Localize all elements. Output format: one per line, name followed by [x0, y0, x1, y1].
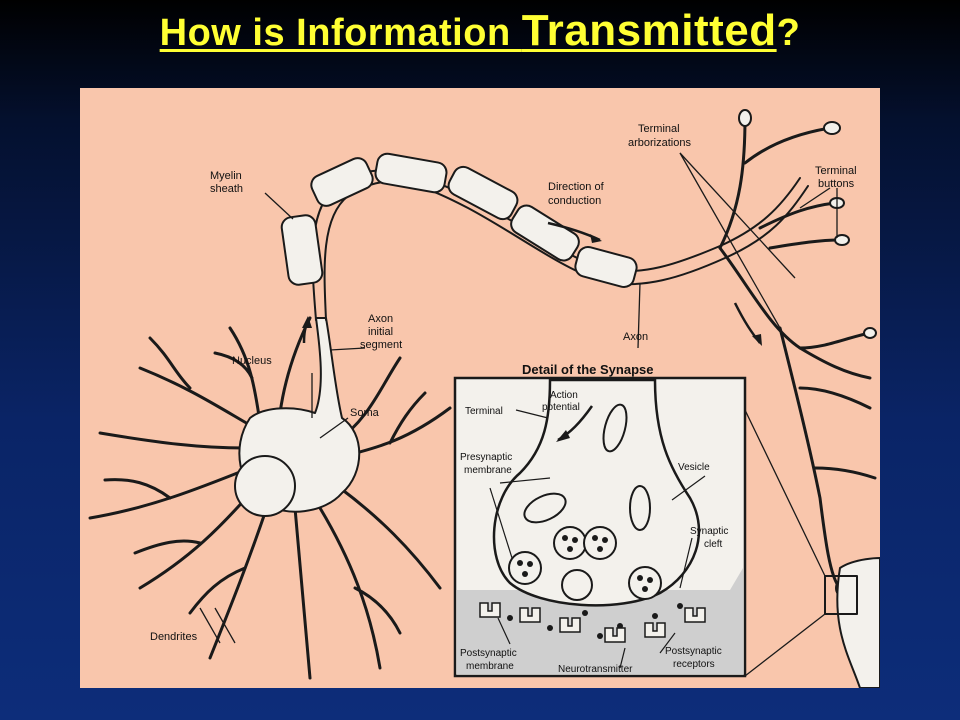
- label-direction: Direction of: [548, 181, 605, 193]
- label-axon-initial-segment-2: initial: [368, 326, 393, 338]
- label-synaptic-cleft: Synaptic: [690, 526, 728, 537]
- label-action-potential: Action: [550, 390, 578, 401]
- label-postsynaptic-receptors-2: receptors: [673, 659, 715, 670]
- label-myelin-sheath-2: sheath: [210, 183, 243, 195]
- title-part3: ?: [776, 12, 801, 54]
- postsynaptic-receptors: [479, 602, 706, 643]
- label-myelin-sheath: Myelin: [210, 170, 242, 182]
- label-nucleus: Nucleus: [232, 355, 272, 367]
- inset-leader-lines: [489, 409, 706, 669]
- label-terminal-arborizations: Terminal: [638, 123, 680, 135]
- page-title: How is Information Transmitted?: [0, 6, 960, 56]
- label-neurotransmitter: Neurotransmitter: [558, 664, 633, 675]
- label-axon-initial-segment: Axon: [368, 313, 393, 325]
- label-postsynaptic-membrane: Postsynaptic: [460, 648, 517, 659]
- neuron: [88, 109, 880, 688]
- presynaptic-terminal: [492, 378, 701, 607]
- label-dendrites: Dendrites: [150, 631, 198, 643]
- synapse-title: Detail of the Synapse: [522, 362, 653, 377]
- label-terminal-arborizations-2: arborizations: [628, 137, 691, 149]
- label-terminal-buttons-2: buttons: [818, 178, 855, 190]
- label-axon: Axon: [623, 331, 648, 343]
- label-axon-initial-segment-3: segment: [360, 339, 402, 351]
- label-vesicle: Vesicle: [678, 462, 710, 473]
- label-action-potential-2: potential: [542, 402, 580, 413]
- label-terminal-buttons: Terminal: [815, 165, 857, 177]
- label-postsynaptic-receptors: Postsynaptic: [665, 646, 722, 657]
- arrowheads: [302, 234, 762, 346]
- terminal-arborizations: [718, 116, 877, 590]
- label-presynaptic-membrane-2: membrane: [464, 465, 512, 476]
- nucleus: [234, 455, 296, 517]
- title-part1: How is Information: [159, 12, 522, 54]
- label-postsynaptic-membrane-2: membrane: [466, 661, 514, 672]
- label-terminal: Terminal: [465, 406, 503, 417]
- label-presynaptic-membrane: Presynaptic: [460, 452, 512, 463]
- mitochondria: [523, 403, 651, 531]
- target-neuron: [836, 557, 880, 688]
- leader-lines: [199, 152, 838, 644]
- vesicles: [508, 526, 662, 601]
- label-synaptic-cleft-2: cleft: [704, 539, 723, 550]
- neuron-diagram: Myelin sheath Direction of conduction Te…: [80, 88, 880, 688]
- synapse-inset: [453, 376, 826, 678]
- myelin-sheath: [280, 152, 638, 289]
- label-direction-2: conduction: [548, 195, 601, 207]
- label-soma: Soma: [350, 407, 380, 419]
- synapse-highlight-box: [824, 575, 858, 615]
- title-part2: Transmitted: [521, 6, 777, 55]
